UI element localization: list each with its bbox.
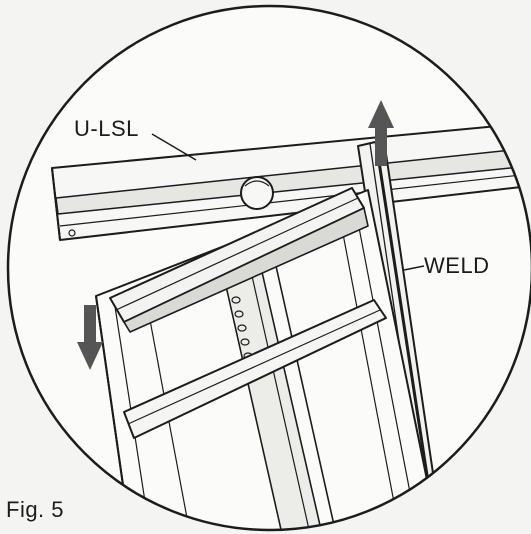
- detail-circle-outline: [6, 4, 531, 532]
- fastener-knob: [240, 176, 274, 210]
- u-lsl-leader-line: [151, 133, 197, 161]
- up-arrow-icon: [368, 100, 394, 166]
- lower-bracket: [123, 299, 387, 439]
- top-bracket: [109, 187, 369, 333]
- weld-leader-line: [403, 265, 425, 271]
- weld-label: WELD: [424, 253, 490, 278]
- u-lsl-label: U-LSL: [74, 116, 139, 141]
- figure-caption: Fig. 5: [6, 497, 65, 522]
- down-arrow-icon: [77, 305, 103, 370]
